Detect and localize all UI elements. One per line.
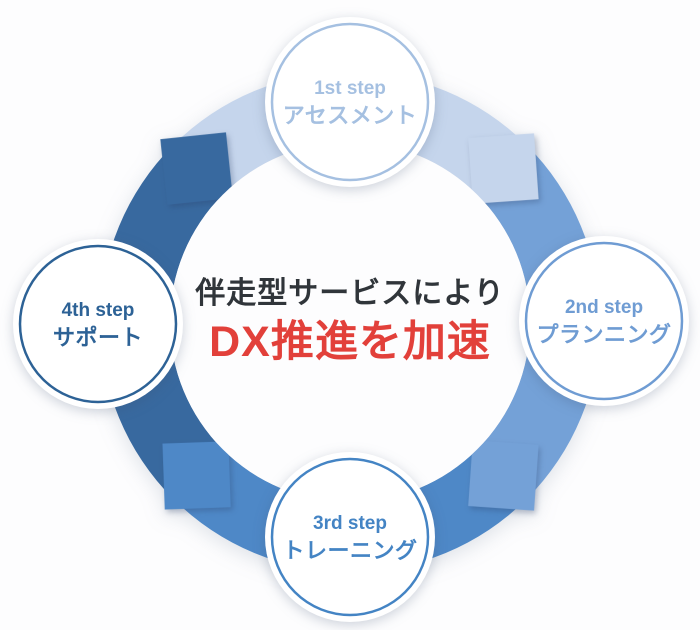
center-headline: 伴走型サービスにより bbox=[194, 277, 504, 310]
step-node-1: 1st step アセスメント bbox=[265, 17, 435, 187]
step3-name: トレーニング bbox=[282, 538, 417, 563]
step1-label: 1st step bbox=[314, 78, 386, 99]
step1-circle bbox=[270, 22, 430, 182]
step-node-3: 3rd step トレーニング bbox=[265, 452, 435, 622]
step1-name: アセスメント bbox=[283, 103, 418, 128]
step2-circle bbox=[524, 241, 684, 401]
step4-circle bbox=[18, 244, 178, 404]
inner-disc bbox=[170, 142, 530, 502]
corner-square-step4 bbox=[160, 132, 233, 205]
step-node-2: 2nd step プランニング bbox=[519, 236, 689, 406]
step2-name: プランニング bbox=[536, 322, 671, 347]
step-node-4: 4th step サポート bbox=[13, 239, 183, 409]
corner-square-step1 bbox=[468, 133, 539, 204]
step3-label: 3rd step bbox=[313, 513, 387, 534]
process-ring bbox=[99, 71, 601, 573]
corner-square-step2 bbox=[468, 440, 539, 511]
center-highlight: DX推進を加速 bbox=[209, 318, 491, 366]
corner-square-step3 bbox=[162, 441, 231, 510]
step4-name: サポート bbox=[53, 325, 143, 350]
step3-circle bbox=[270, 457, 430, 617]
step2-label: 2nd step bbox=[565, 297, 643, 318]
step4-label: 4th step bbox=[62, 300, 135, 321]
center-message: 伴走型サービスにより DX推進を加速 bbox=[194, 277, 504, 366]
